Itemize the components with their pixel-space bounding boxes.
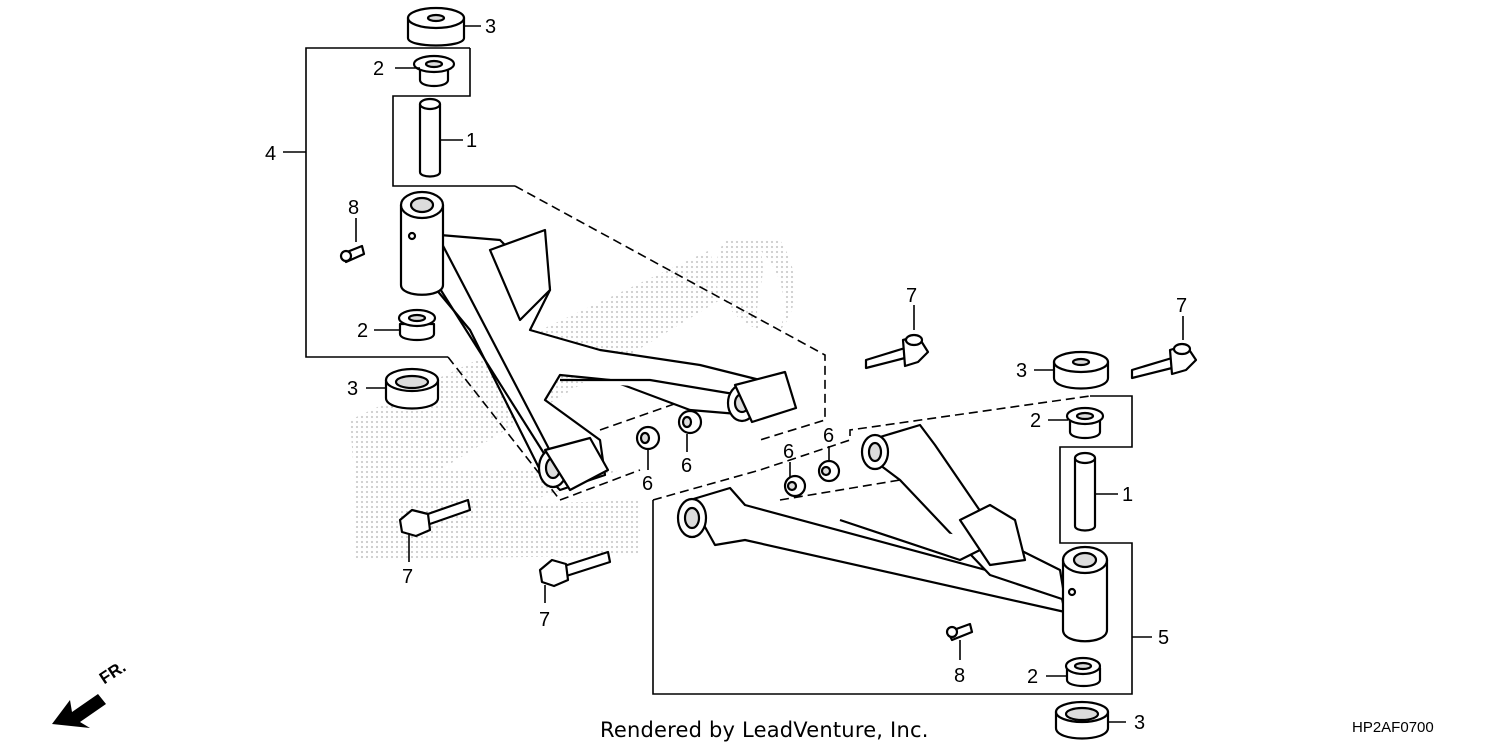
callout-2-right-top: 2 (1030, 410, 1041, 432)
upper-arm (399, 190, 798, 492)
callout-6-a: 6 (642, 473, 653, 495)
collar-top-left (406, 6, 466, 47)
front-arrow-icon (52, 694, 106, 728)
diagram-code: HP2AF0700 (1352, 719, 1434, 736)
leader-lines (355, 25, 1184, 723)
callout-6-b: 6 (681, 455, 692, 477)
callout-7-right-top: 7 (1176, 295, 1187, 317)
callout-4: 4 (265, 143, 276, 165)
grease-nipple-right (945, 622, 974, 642)
callout-3-right-bottom: 3 (1134, 712, 1145, 734)
bolt-right-arm-rear (1130, 342, 1198, 380)
bolt-left-arm-front (398, 498, 472, 538)
nut-2 (677, 409, 703, 435)
callout-7-lower-front: 7 (539, 609, 550, 631)
callout-8-left: 8 (348, 197, 359, 219)
lower-arm (676, 423, 1109, 643)
nut-4 (817, 459, 841, 483)
callout-7-left-front: 7 (402, 566, 413, 588)
callout-6-d: 6 (823, 425, 834, 447)
callout-2-left: 2 (357, 320, 368, 342)
callout-5: 5 (1158, 627, 1169, 649)
callout-2-right-bottom: 2 (1027, 666, 1038, 688)
bushing-left (397, 308, 437, 342)
nut-1 (635, 425, 661, 451)
bushing-right-bottom (1064, 656, 1102, 688)
pipe-right (1073, 451, 1097, 532)
nut-3 (783, 474, 807, 498)
callout-3-left: 3 (347, 378, 358, 400)
bolt-left-arm-rear (864, 333, 930, 370)
callout-7-upper-arm: 7 (906, 285, 917, 307)
callout-3-right-top: 3 (1016, 360, 1027, 382)
render-credit: Rendered by LeadVenture, Inc. (600, 718, 929, 742)
callout-1-left: 1 (466, 130, 477, 152)
callout-1-right: 1 (1122, 484, 1133, 506)
pipe-left (418, 97, 442, 178)
callout-6-c: 6 (783, 441, 794, 463)
assembly-bracket-right (652, 395, 1152, 695)
bolt-right-arm-front (538, 550, 612, 588)
bushing-top-left (412, 54, 456, 88)
collar-right-top (1052, 350, 1110, 390)
callout-3-top-left: 3 (485, 16, 496, 38)
collar-right-bottom (1054, 700, 1110, 740)
bushing-right-top (1065, 406, 1105, 440)
callouts: 3 2 1 4 8 2 3 7 7 3 2 1 6 6 6 6 7 7 5 8 … (265, 16, 1187, 734)
grease-nipple-left (339, 244, 366, 264)
callout-2-top-left: 2 (373, 58, 384, 80)
collar-left (384, 367, 440, 410)
callout-8-right: 8 (954, 665, 965, 687)
